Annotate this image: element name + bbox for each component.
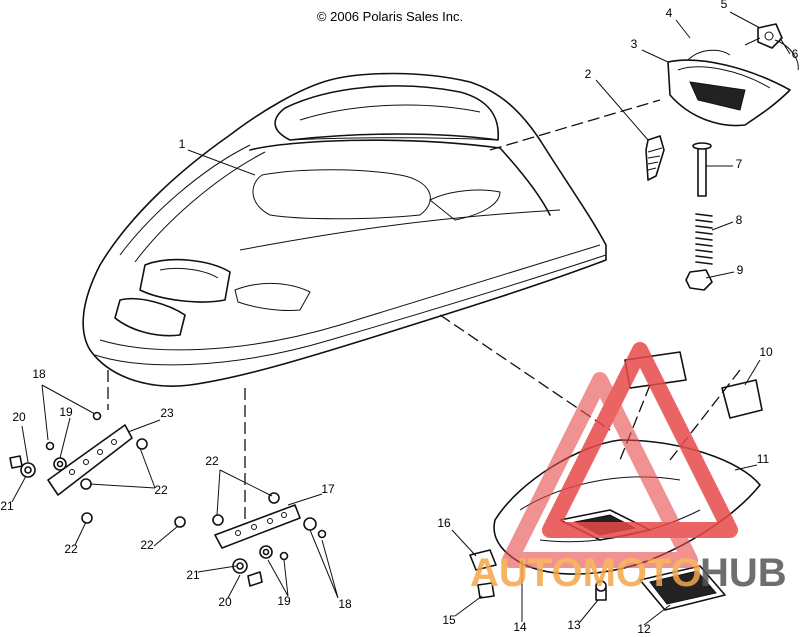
callout-22: 22 xyxy=(154,483,168,497)
callout-18: 18 xyxy=(32,367,46,381)
callout-5: 5 xyxy=(721,0,728,11)
callout-17: 17 xyxy=(321,482,335,496)
hood-part xyxy=(82,72,607,387)
callout-16: 16 xyxy=(437,516,451,530)
spring-part xyxy=(695,213,713,265)
callout-14: 14 xyxy=(513,620,527,634)
watermark-brand-part2: HUB xyxy=(700,551,787,595)
callout-15: 15 xyxy=(442,613,456,627)
right-bracket-part xyxy=(214,504,301,549)
callout-9: 9 xyxy=(737,263,744,277)
nut-part xyxy=(685,269,713,291)
fasteners xyxy=(9,411,327,587)
callout-21: 21 xyxy=(0,499,14,513)
adjuster-screw-part xyxy=(645,135,665,181)
callout-22b: 22 xyxy=(64,542,78,556)
callout-11: 11 xyxy=(757,452,770,466)
callout-12: 12 xyxy=(637,622,651,636)
watermark-logo: AUTOMOTO HUB xyxy=(470,342,787,595)
callout-23: 23 xyxy=(160,406,174,420)
callout-1: 1 xyxy=(179,137,186,151)
callout-21b: 21 xyxy=(186,568,200,582)
plate-part xyxy=(639,565,726,611)
headlight-assembly xyxy=(667,23,799,127)
left-bracket-part xyxy=(47,424,133,496)
callout-22c: 22 xyxy=(205,454,219,468)
callout-2: 2 xyxy=(585,67,592,81)
callout-7: 7 xyxy=(736,157,743,171)
bolt-part xyxy=(692,142,712,197)
callout-8: 8 xyxy=(736,213,743,227)
callout-10: 10 xyxy=(759,345,773,359)
callout-13: 13 xyxy=(567,618,581,632)
copyright-text: © 2006 Polaris Sales Inc. xyxy=(317,9,463,24)
callout-19b: 19 xyxy=(277,594,291,608)
leader-lines xyxy=(11,11,791,626)
callout-20: 20 xyxy=(12,410,26,424)
callout-6: 6 xyxy=(792,47,799,61)
callout-3: 3 xyxy=(631,37,638,51)
clip-part xyxy=(469,549,607,601)
watermark-brand-part1: AUTOMOTO xyxy=(470,551,702,595)
callout-19: 19 xyxy=(59,405,73,419)
callout-18b: 18 xyxy=(338,597,352,611)
callout-22d: 22 xyxy=(140,538,154,552)
callout-20b: 20 xyxy=(218,595,232,609)
callout-4: 4 xyxy=(666,6,673,20)
